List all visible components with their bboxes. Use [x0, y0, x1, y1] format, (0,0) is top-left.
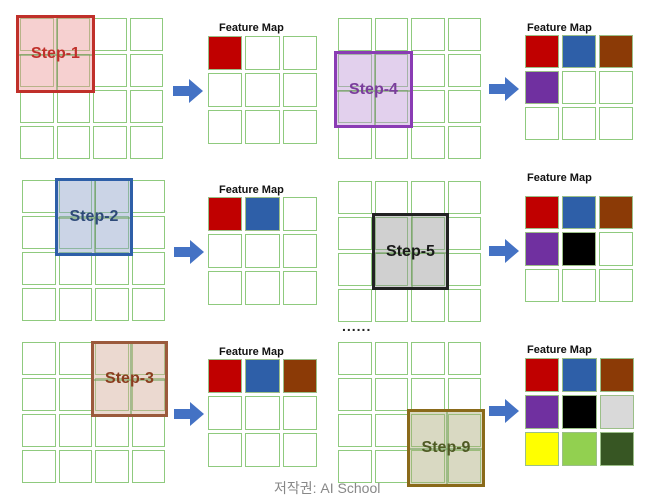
input-grid [20, 18, 163, 159]
feature-map [525, 358, 634, 466]
feature-map-cell [282, 110, 317, 144]
feature-map-cell [208, 396, 243, 430]
feature-map-cell [245, 396, 280, 430]
arrow-right-icon [489, 239, 519, 263]
feature-map-cell [282, 433, 317, 467]
feature-map-cell [599, 35, 633, 68]
copyright-credit: 저작권: AI School [274, 480, 381, 496]
feature-map [208, 197, 317, 305]
kernel-window: Step-3 [91, 341, 168, 417]
arrow-right-icon [489, 399, 519, 423]
arrow-right-icon [489, 77, 519, 101]
feature-map-cell [245, 234, 280, 268]
kernel-window: Step-5 [372, 213, 449, 290]
feature-map-cell [599, 268, 633, 302]
feature-map-cell [282, 396, 317, 430]
feature-map-cell [525, 395, 560, 429]
feature-map-cell [525, 35, 559, 68]
feature-map-cell [282, 197, 317, 231]
feature-map-cell [562, 71, 596, 104]
feature-map-cell [245, 433, 280, 467]
step-label: Step-9 [421, 439, 471, 456]
feature-map-cell [208, 359, 243, 393]
feature-map-cell [245, 36, 280, 70]
step-label: Step-3 [105, 370, 154, 387]
input-grid [338, 342, 481, 483]
feature-map-title: Feature Map [527, 172, 592, 184]
feature-map-cell [245, 359, 280, 393]
feature-map-cell [525, 358, 560, 392]
arrow-right-icon [173, 79, 203, 103]
feature-map-cell [282, 234, 317, 268]
kernel-window: Step-9 [407, 409, 485, 487]
step-label: Step-5 [386, 242, 435, 260]
feature-map-title: Feature Map [219, 346, 284, 358]
feature-map-cell [525, 107, 559, 140]
kernel-window: Step-2 [55, 178, 133, 256]
feature-map-cell [525, 71, 559, 104]
feature-map-cell [599, 395, 634, 429]
feature-map-cell [525, 268, 559, 302]
feature-map-cell [599, 232, 633, 266]
feature-map [525, 196, 633, 302]
feature-map-cell [599, 71, 633, 104]
feature-map-cell [562, 35, 596, 68]
kernel-window: Step-1 [16, 15, 95, 93]
feature-map-cell [525, 196, 559, 230]
kernel-window: Step-4 [334, 51, 413, 128]
feature-map [208, 36, 317, 144]
feature-map-cell [282, 36, 317, 70]
feature-map-cell [562, 232, 596, 266]
feature-map-title: Feature Map [219, 184, 284, 196]
input-grid [22, 342, 165, 483]
feature-map-cell [599, 358, 634, 392]
feature-map-cell [208, 110, 243, 144]
arrow-right-icon [174, 240, 204, 264]
feature-map-cell [562, 432, 597, 466]
feature-map-cell [562, 268, 596, 302]
feature-map [208, 359, 317, 467]
feature-map-cell [208, 197, 243, 231]
feature-map-cell [282, 271, 317, 305]
feature-map-cell [525, 232, 559, 266]
feature-map-cell [245, 271, 280, 305]
feature-map-cell [599, 196, 633, 230]
arrow-right-icon [174, 402, 204, 426]
feature-map-cell [599, 432, 634, 466]
feature-map-cell [525, 432, 560, 466]
feature-map-cell [562, 358, 597, 392]
feature-map-title: Feature Map [527, 344, 592, 356]
feature-map-cell [282, 359, 317, 393]
step-label: Step-1 [31, 45, 80, 62]
feature-map-cell [208, 234, 243, 268]
feature-map-title: Feature Map [219, 22, 284, 34]
ellipsis: ...... [342, 318, 372, 334]
feature-map-cell [208, 433, 243, 467]
feature-map-cell [208, 271, 243, 305]
feature-map-cell [562, 196, 596, 230]
feature-map-cell [245, 197, 280, 231]
feature-map [525, 35, 633, 140]
step-label: Step-4 [349, 80, 398, 98]
feature-map-cell [208, 36, 243, 70]
feature-map-cell [245, 73, 280, 107]
feature-map-cell [599, 107, 633, 140]
step-label: Step-2 [69, 208, 119, 225]
input-grid [22, 180, 165, 321]
feature-map-cell [562, 395, 597, 429]
feature-map-cell [562, 107, 596, 140]
feature-map-cell [282, 73, 317, 107]
input-grid [338, 18, 481, 159]
feature-map-cell [208, 73, 243, 107]
feature-map-title: Feature Map [527, 22, 592, 34]
feature-map-cell [245, 110, 280, 144]
